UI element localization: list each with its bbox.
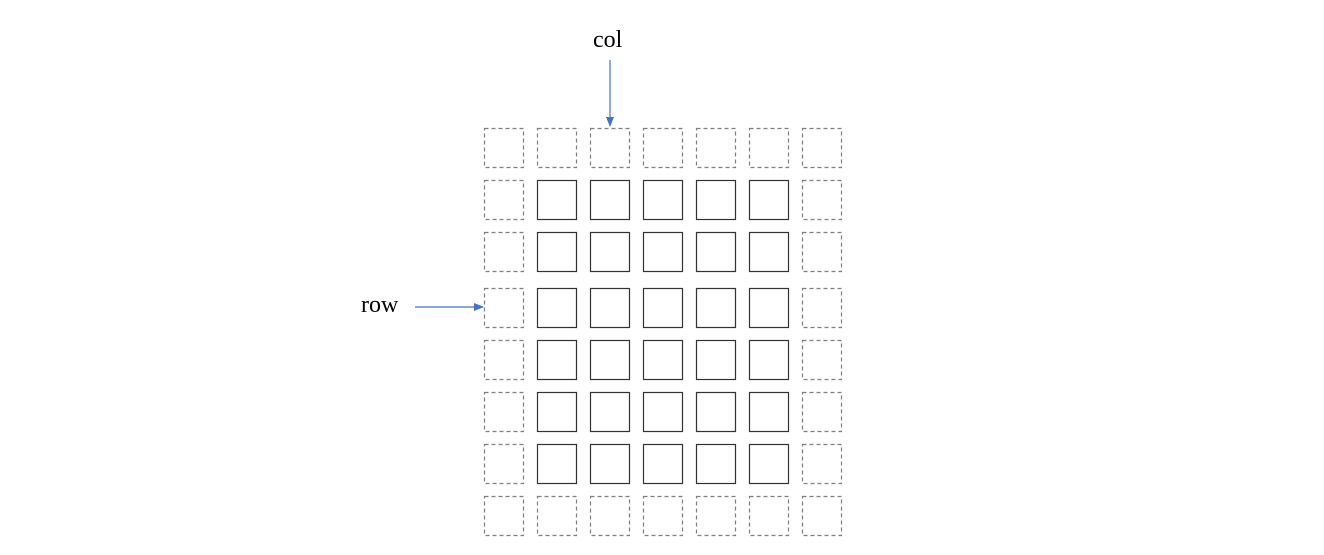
grid-cell-6-3 <box>642 443 684 485</box>
padding-cell-3-6 <box>801 287 843 329</box>
cell-grid <box>483 127 843 537</box>
grid-cell-4-5 <box>748 339 790 381</box>
padding-cell-5-0 <box>483 391 525 433</box>
grid-cell-2-2 <box>589 231 631 273</box>
grid-cell-2-3 <box>642 231 684 273</box>
grid-cell-1-4 <box>695 179 737 221</box>
padding-cell-4-0 <box>483 339 525 381</box>
grid-cell-3-4 <box>695 287 737 329</box>
padding-cell-7-6 <box>801 495 843 537</box>
grid-cell-3-3 <box>642 287 684 329</box>
padding-cell-6-6 <box>801 443 843 485</box>
padding-cell-7-4 <box>695 495 737 537</box>
padding-cell-0-5 <box>748 127 790 169</box>
grid-cell-6-5 <box>748 443 790 485</box>
grid-cell-2-1 <box>536 231 578 273</box>
grid-cell-3-2 <box>589 287 631 329</box>
padding-cell-0-1 <box>536 127 578 169</box>
padding-cell-0-4 <box>695 127 737 169</box>
grid-cell-4-4 <box>695 339 737 381</box>
padding-cell-1-6 <box>801 179 843 221</box>
padding-cell-0-0 <box>483 127 525 169</box>
padding-cell-7-0 <box>483 495 525 537</box>
padding-cell-7-1 <box>536 495 578 537</box>
padding-cell-0-2 <box>589 127 631 169</box>
padding-cell-3-0 <box>483 287 525 329</box>
grid-cell-1-3 <box>642 179 684 221</box>
grid-cell-5-2 <box>589 391 631 433</box>
padding-cell-6-0 <box>483 443 525 485</box>
grid-cell-1-1 <box>536 179 578 221</box>
padding-cell-2-0 <box>483 231 525 273</box>
grid-cell-1-5 <box>748 179 790 221</box>
grid-cell-6-1 <box>536 443 578 485</box>
grid-cell-4-1 <box>536 339 578 381</box>
grid-cell-5-5 <box>748 391 790 433</box>
grid-cell-1-2 <box>589 179 631 221</box>
grid-cell-3-1 <box>536 287 578 329</box>
padding-cell-7-2 <box>589 495 631 537</box>
grid-cell-6-4 <box>695 443 737 485</box>
padding-cell-1-0 <box>483 179 525 221</box>
row-label: row <box>361 292 399 318</box>
grid-cell-2-4 <box>695 231 737 273</box>
grid-cell-4-3 <box>642 339 684 381</box>
grid-cell-5-1 <box>536 391 578 433</box>
grid-cell-6-2 <box>589 443 631 485</box>
padding-cell-7-3 <box>642 495 684 537</box>
padding-cell-2-6 <box>801 231 843 273</box>
padding-cell-0-6 <box>801 127 843 169</box>
grid-cell-2-5 <box>748 231 790 273</box>
padding-cell-0-3 <box>642 127 684 169</box>
padding-cell-5-6 <box>801 391 843 433</box>
grid-cell-5-4 <box>695 391 737 433</box>
grid-cell-5-3 <box>642 391 684 433</box>
col-label: col <box>593 27 623 53</box>
padding-cell-7-5 <box>748 495 790 537</box>
grid-cell-4-2 <box>589 339 631 381</box>
grid-cell-3-5 <box>748 287 790 329</box>
padding-cell-4-6 <box>801 339 843 381</box>
